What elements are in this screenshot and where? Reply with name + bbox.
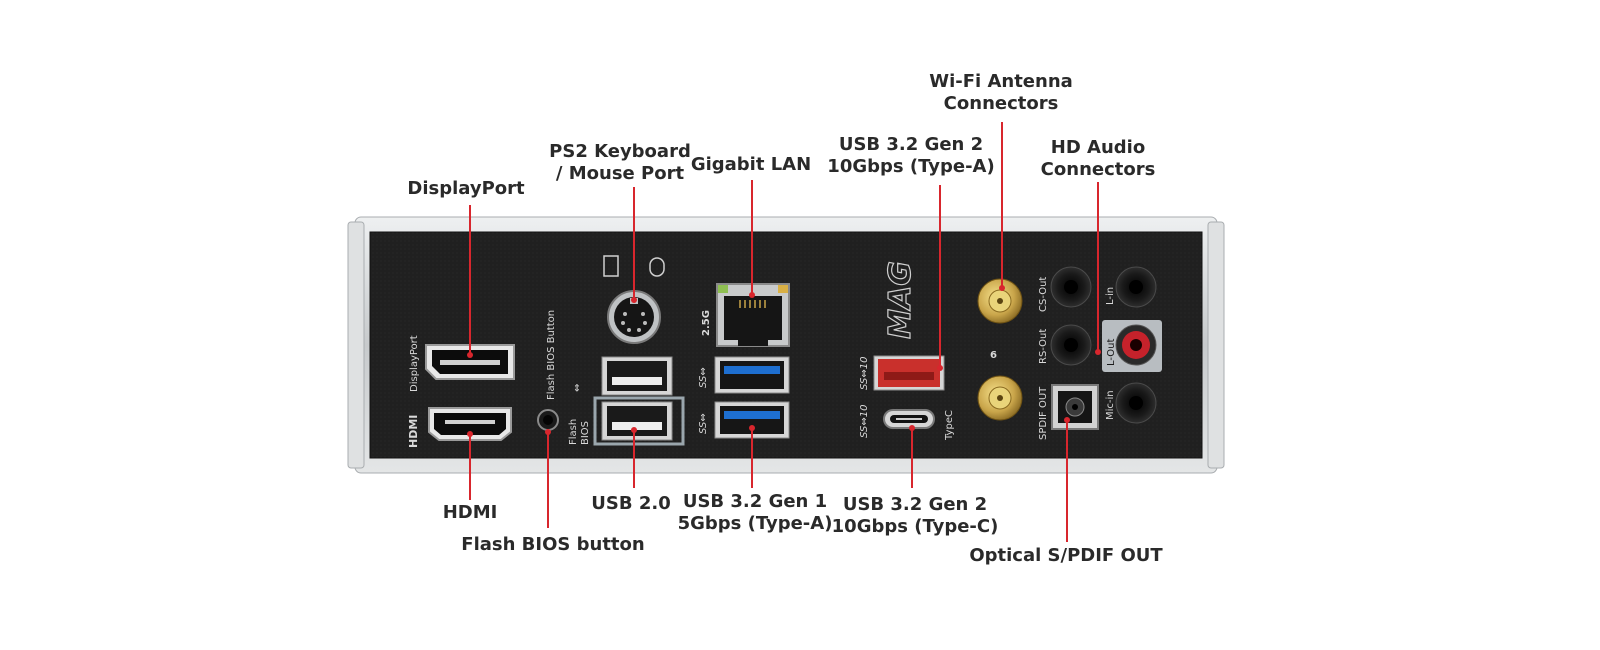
wifi-antenna-top xyxy=(977,278,1023,324)
usb32-gen2-typec-port xyxy=(883,409,935,429)
svg-text:Flash BIOS Button: Flash BIOS Button xyxy=(546,310,557,400)
svg-text:RS-Out: RS-Out xyxy=(1038,329,1049,364)
lan-port xyxy=(716,283,790,347)
usb32-gen1-port-top xyxy=(714,356,790,394)
svg-text:CS-Out: CS-Out xyxy=(1038,277,1049,312)
svg-text:⇔: ⇔ xyxy=(572,384,583,392)
audio-cs-out-jack xyxy=(1050,266,1092,308)
svg-text:SPDIF OUT: SPDIF OUT xyxy=(1038,386,1049,440)
svg-text:HDMI: HDMI xyxy=(407,415,420,448)
svg-text:SS⇔: SS⇔ xyxy=(698,413,709,434)
usb20-port-top xyxy=(601,356,673,396)
usb20-port-bottom xyxy=(601,401,673,441)
callout-displayport: DisplayPort xyxy=(407,178,525,199)
svg-text:2.5G: 2.5G xyxy=(701,310,712,336)
svg-text:L-Out: L-Out xyxy=(1106,339,1117,366)
svg-text:SS⇔10: SS⇔10 xyxy=(859,405,870,438)
callout-usb20: USB 2.0 xyxy=(591,493,671,514)
audio-mic-in-jack xyxy=(1115,382,1157,424)
callout-flash-bios: Flash BIOS button xyxy=(461,534,645,555)
spdif-optical-port xyxy=(1051,384,1099,430)
svg-text:TypeC: TypeC xyxy=(944,410,955,441)
displayport-port xyxy=(425,344,515,380)
audio-rs-out-jack xyxy=(1050,324,1092,366)
svg-text:Mic-in: Mic-in xyxy=(1105,390,1116,420)
ps2-port xyxy=(607,290,661,344)
svg-text:6: 6 xyxy=(990,350,997,361)
svg-text:SS⇔: SS⇔ xyxy=(698,367,709,388)
usb32-gen2-typea-port xyxy=(873,355,945,391)
svg-text:SS⇔10: SS⇔10 xyxy=(859,357,870,390)
leader-lines xyxy=(469,122,1099,542)
callout-spdif: Optical S/PDIF OUT xyxy=(969,545,1163,566)
audio-line-in-jack xyxy=(1115,266,1157,308)
mag-logo: MAG xyxy=(883,261,918,339)
svg-text:BIOS: BIOS xyxy=(580,421,591,445)
callout-lan: Gigabit LAN xyxy=(690,154,812,175)
wifi-antenna-bottom xyxy=(977,375,1023,421)
svg-text:DisplayPort: DisplayPort xyxy=(409,335,420,392)
svg-text:L-in: L-in xyxy=(1105,287,1116,305)
audio-line-out-jack xyxy=(1115,324,1157,366)
hdmi-port xyxy=(428,407,512,441)
svg-text:Flash: Flash xyxy=(568,419,579,445)
callout-hdmi: HDMI xyxy=(442,502,498,523)
callout-ps2: PS2 Keyboard/ Mouse Port xyxy=(549,141,691,184)
